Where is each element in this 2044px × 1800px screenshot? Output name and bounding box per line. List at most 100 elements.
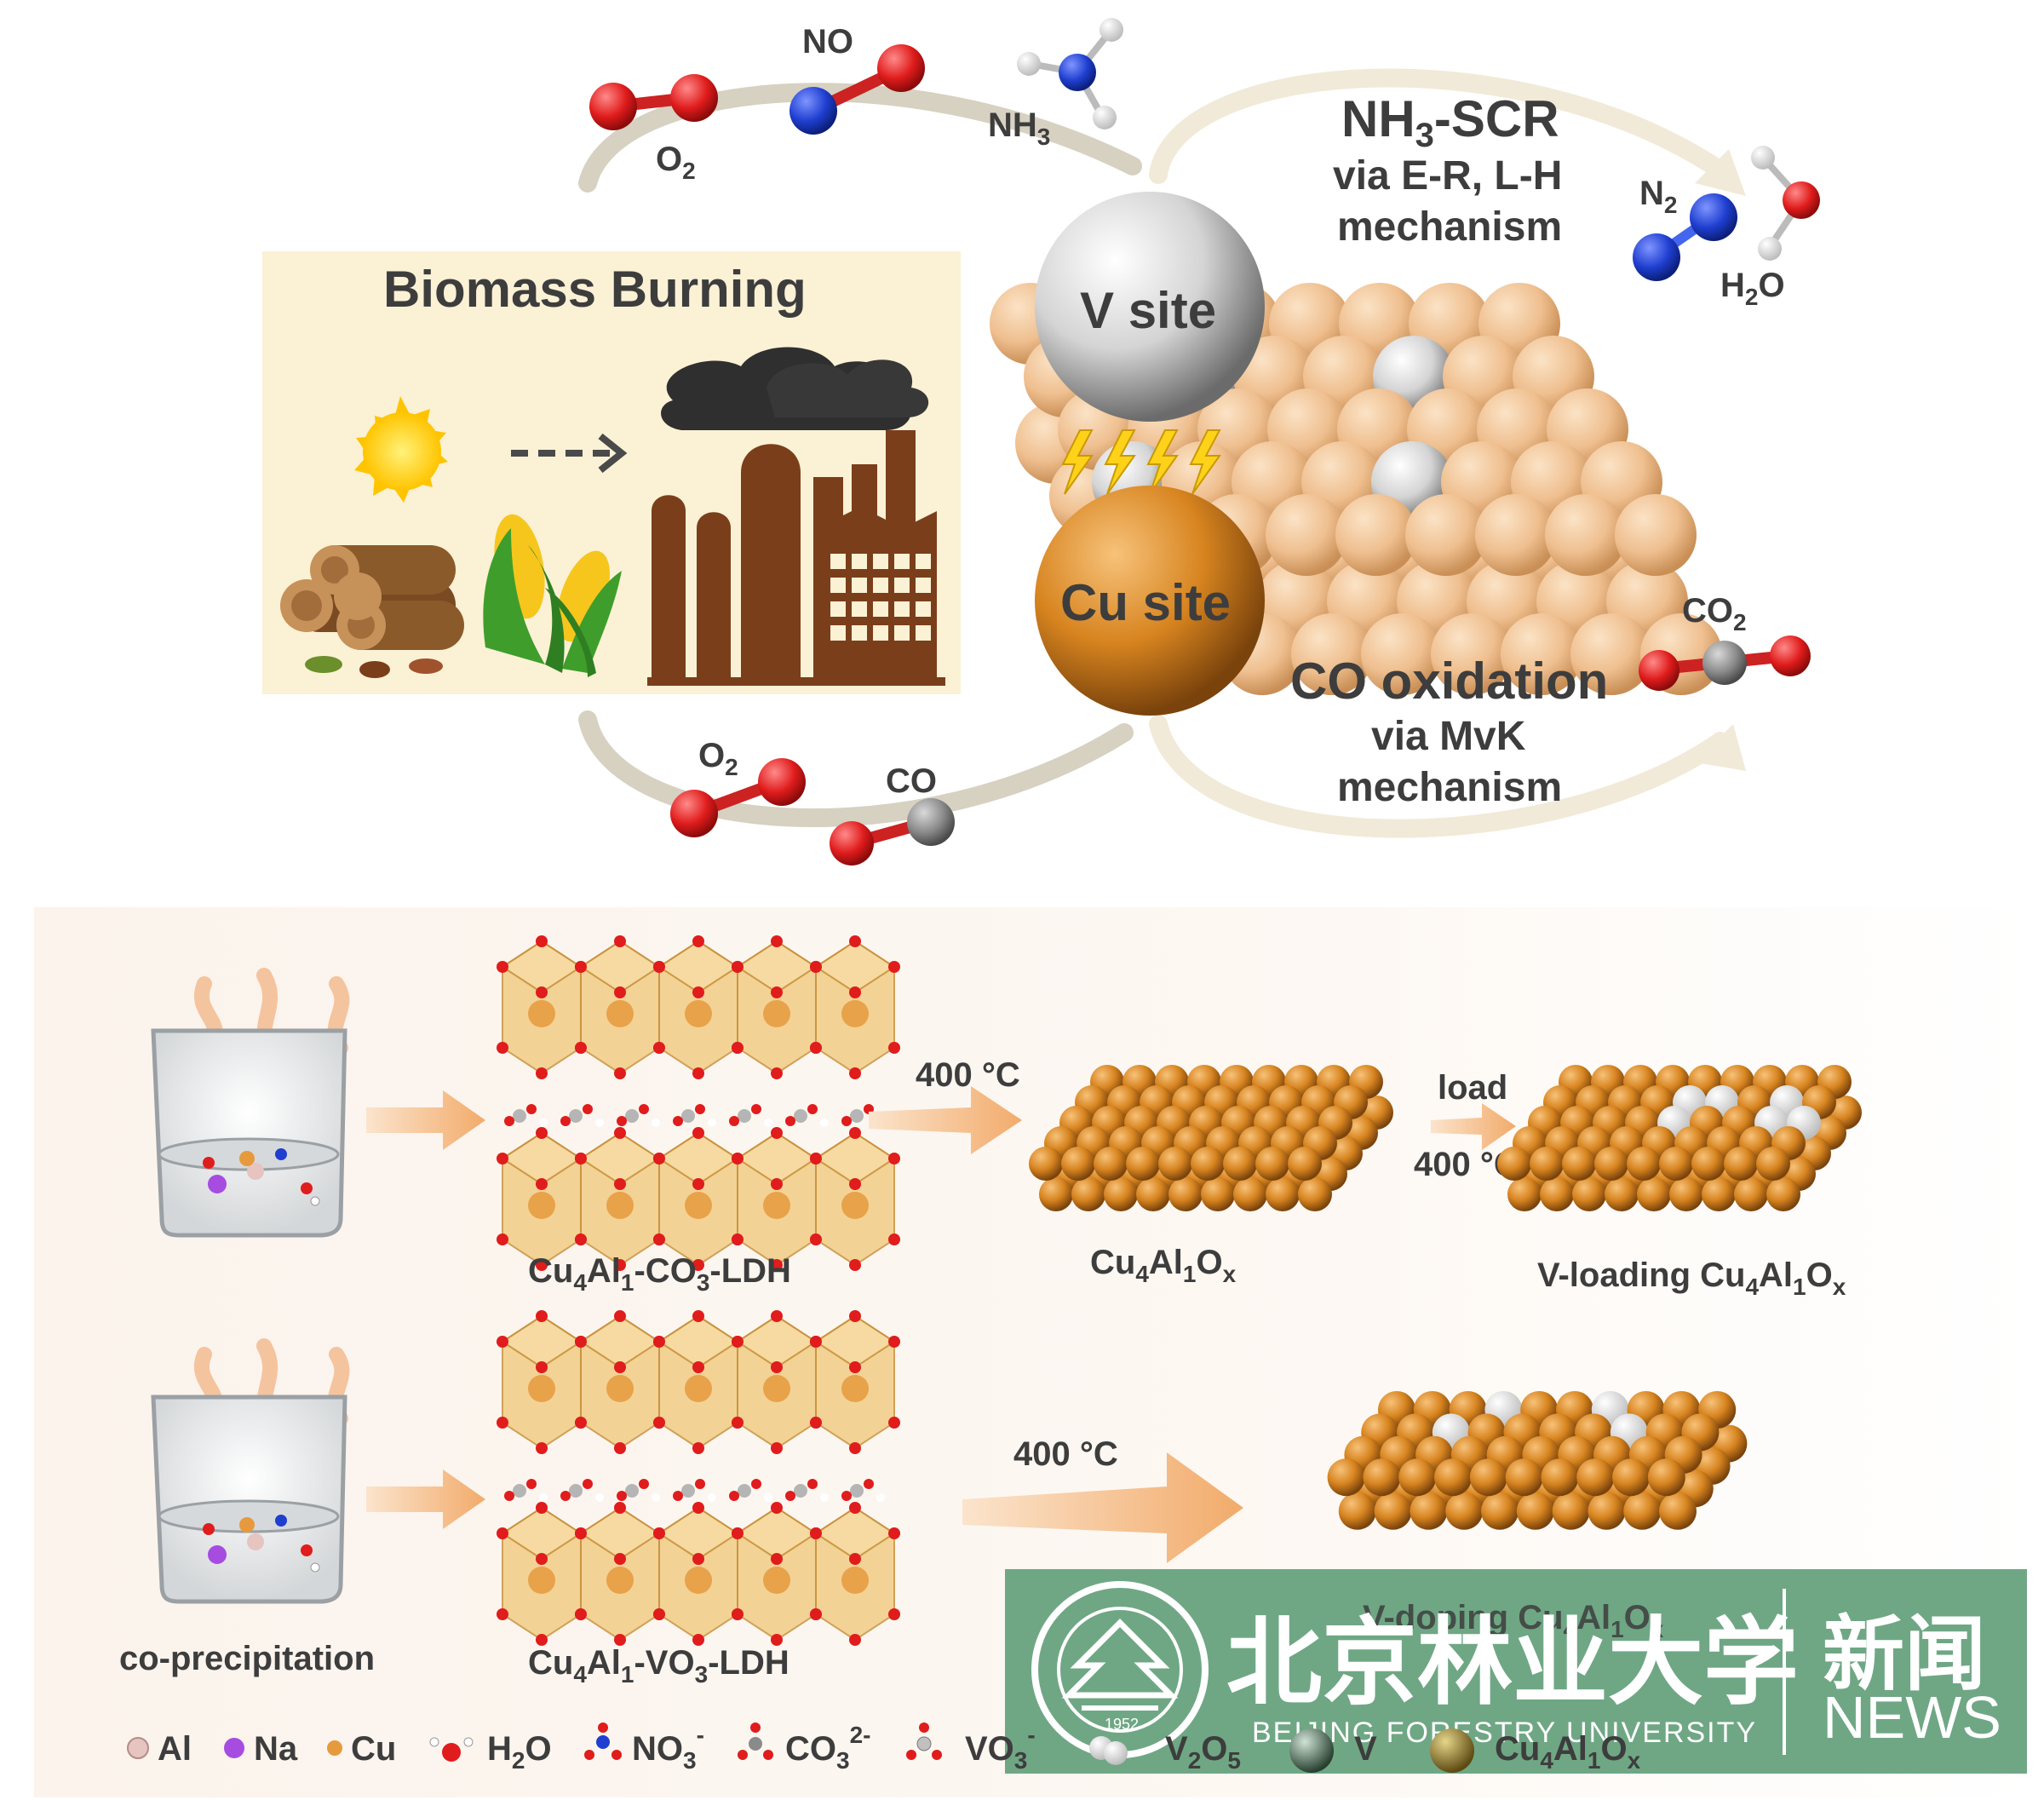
legend-co3-swatch [738, 1722, 773, 1760]
copper-atom [1659, 1147, 1693, 1181]
oxygen-atom [849, 1310, 861, 1322]
oxygen-atom [849, 1259, 861, 1271]
copper-atom [1410, 1492, 1448, 1530]
copper-atom [1552, 1492, 1590, 1530]
load-label: load [1438, 1069, 1507, 1107]
copper-atom [606, 1192, 634, 1219]
copper-atom [1669, 1177, 1703, 1211]
copper-atom [1398, 1458, 1437, 1497]
oxygen-atom [864, 1479, 874, 1489]
oxygen-atom [614, 1127, 626, 1139]
oxygen-atom [536, 1310, 548, 1322]
v-doping-slab [1327, 1391, 1748, 1530]
copper-atom [685, 1375, 712, 1402]
oxygen-atom [497, 1153, 508, 1165]
oxygen-atom [888, 1042, 900, 1054]
oxygen-atom [673, 1116, 683, 1126]
beaker-1 [151, 968, 350, 1238]
h2o-label-top: H2O [1720, 267, 1785, 310]
copper-atom [1061, 1147, 1095, 1181]
copper-atom [1541, 1458, 1579, 1497]
copper-atom [1029, 1147, 1063, 1181]
cu-site-sphere [1035, 486, 1265, 716]
legend-v-swatch [1289, 1728, 1334, 1773]
oxygen-atom [841, 1491, 852, 1501]
oxygen-atom [771, 1553, 783, 1565]
oxygen-atom [807, 1104, 818, 1114]
nh3-label: NH3 [988, 106, 1050, 150]
hydrogen-atom [708, 1493, 716, 1502]
oxygen-atom [810, 1234, 822, 1245]
oxygen-atom [583, 1104, 593, 1114]
nh3-molecule [1017, 18, 1123, 129]
copper-atom [1627, 1147, 1661, 1181]
oxygen-atom [849, 935, 861, 947]
copper-atom [1497, 1147, 1531, 1181]
copper-atom [606, 1000, 634, 1027]
oxygen-atom [732, 1336, 744, 1348]
oxygen-atom [614, 1361, 626, 1373]
copper-atom [1637, 1177, 1671, 1211]
copper-atom [1136, 1177, 1170, 1211]
oxygen-atom [771, 1067, 783, 1079]
legend-v2o5: V2O5 [1165, 1730, 1241, 1774]
oxygen-atom [504, 1491, 514, 1501]
oxygen-atom [849, 1502, 861, 1514]
legend-v: V [1354, 1730, 1377, 1768]
copper-atom [1233, 1177, 1267, 1211]
oxygen-atom [732, 1153, 744, 1165]
temp-label-1: 400 °C [916, 1056, 1020, 1094]
oxygen-atom [575, 1153, 587, 1165]
oxygen-atom [732, 1042, 744, 1054]
news-en: NEWS [1823, 1684, 2001, 1751]
oxygen-atom [536, 1442, 548, 1454]
oxygen-atom [536, 1553, 548, 1565]
interlayer-anion [513, 1484, 526, 1498]
oxygen-atom [732, 1527, 744, 1539]
copper-atom [528, 1192, 555, 1219]
hydrogen-atom [652, 1493, 660, 1502]
hydrogen-atom [764, 1493, 772, 1502]
oxygen-atom [653, 1234, 665, 1245]
oxygen-atom [888, 1234, 900, 1245]
oxygen-atom [575, 1336, 587, 1348]
oxygen-atom [732, 1234, 744, 1245]
oxygen-atom [771, 935, 783, 947]
copper-atom [1647, 1458, 1685, 1497]
legend-vo3: VO3- [965, 1722, 1036, 1774]
copper-atom [1545, 494, 1627, 576]
oxygen-atom [785, 1116, 795, 1126]
legend-cuoxide: Cu4Al1Ox [1495, 1730, 1641, 1774]
v-site-sphere [1035, 192, 1265, 422]
oxygen-atom [849, 1442, 861, 1454]
o2-molecule-top [589, 74, 718, 130]
oxygen-atom [810, 1417, 822, 1429]
hydrogen-atom [820, 1119, 829, 1127]
copper-atom [1612, 1458, 1650, 1497]
oxygen-atom [536, 1634, 548, 1646]
interlayer-anion [794, 1484, 807, 1498]
interlayer-anion [625, 1109, 639, 1123]
copper-atom [1266, 1177, 1300, 1211]
legend: Al Na Cu H2O NO3- CO32- [127, 1722, 1641, 1774]
copper-atom [1475, 494, 1557, 576]
copper-atom [1562, 1147, 1596, 1181]
interlayer-anion [850, 1484, 864, 1498]
legend-cu-swatch [327, 1740, 342, 1756]
copper-atom [841, 1375, 869, 1402]
oxygen-atom [497, 1527, 508, 1539]
oxygen-atom [536, 1127, 548, 1139]
temp-label-3: 400 °C [1013, 1435, 1118, 1473]
copper-atom [1327, 1458, 1365, 1497]
copper-atom [1158, 1147, 1192, 1181]
hydrogen-atom [652, 1119, 660, 1127]
copper-atom [606, 1567, 634, 1594]
oxygen-atom [771, 1259, 783, 1271]
oxygen-atom [614, 1553, 626, 1565]
oxygen-atom [692, 986, 704, 998]
interlayer-anion [738, 1484, 751, 1498]
copper-atom [1588, 1492, 1626, 1530]
oxygen-atom [810, 1042, 822, 1054]
copper-atom [1572, 1177, 1606, 1211]
oxygen-atom [526, 1479, 537, 1489]
